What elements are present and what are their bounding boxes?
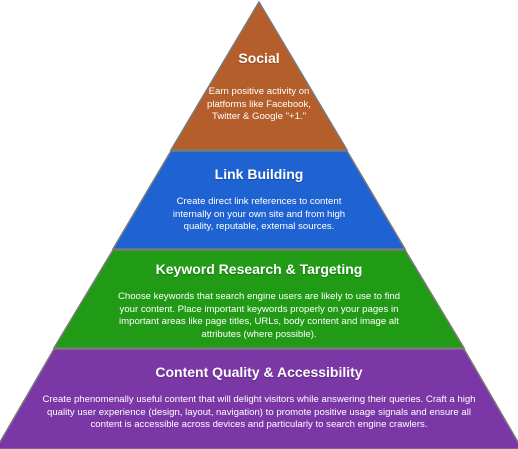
social-description: Earn positive activity on platforms like…	[207, 86, 311, 123]
link-building-tier-shape	[111, 150, 407, 250]
social-tier-shape	[169, 0, 349, 151]
social-tier: Social Earn positive activity on platfor…	[196, 50, 322, 124]
keyword-description: Choose keywords that search engine users…	[117, 291, 401, 340]
link-building-tier: Link Building Create direct link referen…	[158, 166, 360, 234]
keyword-tier: Keyword Research & Targeting Choose keyw…	[110, 261, 408, 341]
content-description: Create phenomenally useful content that …	[42, 394, 476, 431]
keyword-tier-shape	[52, 249, 466, 349]
content-title: Content Quality & Accessibility	[155, 364, 363, 380]
social-title: Social	[238, 50, 280, 66]
content-tier: Content Quality & Accessibility Create p…	[36, 364, 482, 432]
link-building-title: Link Building	[214, 166, 304, 182]
content-tier-shape	[0, 348, 518, 449]
link-building-description: Create direct link references to content…	[172, 196, 346, 233]
keyword-title: Keyword Research & Targeting	[155, 261, 363, 277]
